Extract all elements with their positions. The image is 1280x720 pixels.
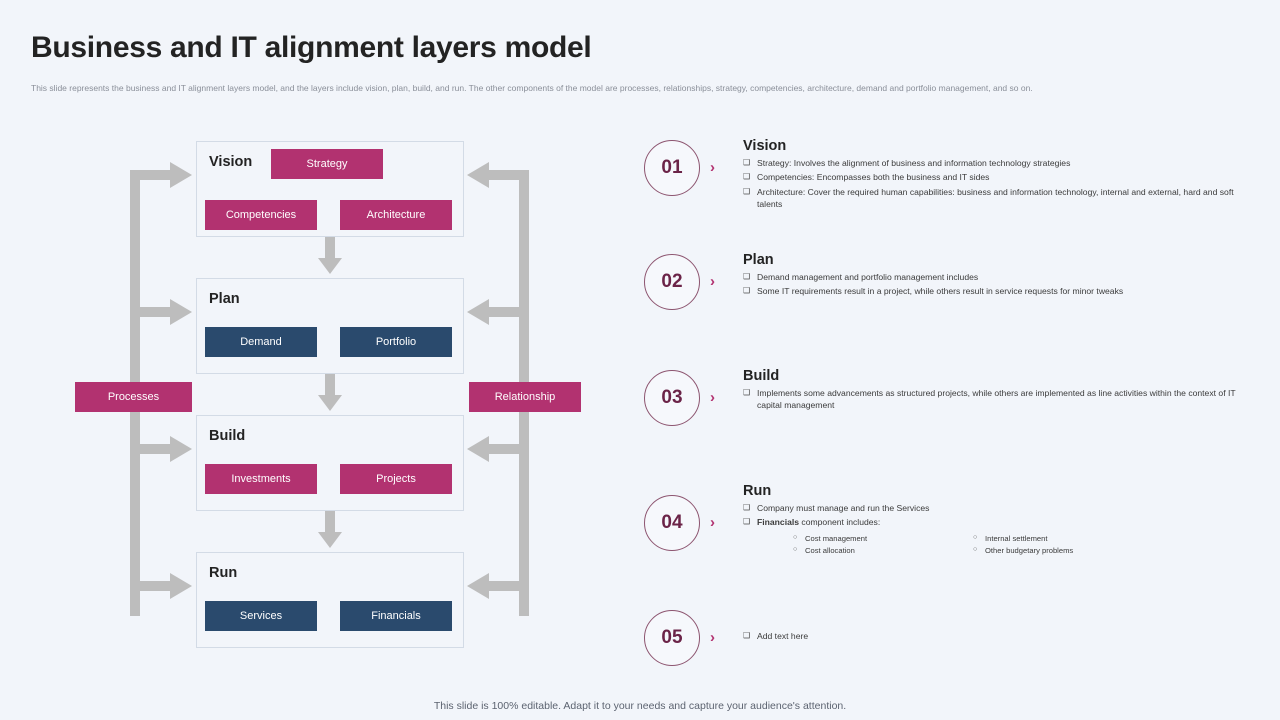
processes-arrow-vision [130,162,192,188]
layer-label-build: Build [209,428,246,444]
sub-bullet-text: Cost allocation [805,545,855,555]
down-arrow-vision-to-plan [318,237,342,274]
layer-box-plan[interactable]: Plan Demand Portfolio [196,278,464,374]
checkbox-square-icon: ❑ [743,158,751,167]
bullet-item-financials: ❑ Financials component includes: [743,516,1253,528]
sub-bullet-column-left: ○ Cost management ○ Cost allocation [793,533,973,557]
footer-note: This slide is 100% editable. Adapt it to… [433,700,847,712]
checkbox-square-icon: ❑ [743,517,751,527]
relationship-arrow-run [467,573,529,599]
chevron-right-icon: › [710,273,715,290]
bullet-text: Architecture: Cover the required human c… [757,186,1234,210]
financials-rest-label: component includes: [799,517,881,528]
chevron-right-icon: › [710,389,715,406]
relationship-arrow-plan [467,299,529,325]
checkbox-square-icon: ❑ [743,631,751,640]
bullet-text: Some IT requirements result in a project… [757,286,1124,297]
step-body-05: ❑ Add text here [743,630,1253,644]
down-arrow-build-to-run [318,511,342,548]
step-heading-vision: Vision [743,138,787,154]
chip-demand[interactable]: Demand [205,327,317,357]
processes-arrow-build [130,436,192,462]
step-body-01: Vision ❑ Strategy: Involves the alignmen… [743,138,1253,213]
relationship-arrow-build [467,436,529,462]
step-heading-run: Run [743,483,772,499]
circle-bullet-icon: ○ [973,545,978,553]
sub-bullet-text: Other budgetary problems [985,545,1074,555]
sub-bullet-group: ○ Cost management ○ Cost allocation ○ In… [793,533,1253,557]
layer-label-plan: Plan [209,291,240,307]
bullet-item: ❑ Architecture: Cover the required human… [743,186,1253,211]
sub-bullet-item: ○ Internal settlement [973,533,1153,545]
chip-services[interactable]: Services [205,601,317,631]
sub-bullet-text: Cost management [805,533,868,543]
chip-financials[interactable]: Financials [340,601,452,631]
bullet-text: Company must manage and run the Services [757,503,930,513]
step-number-02: 02 [644,254,700,310]
step-number-01: 01 [644,140,700,196]
sub-bullet-item: ○ Cost management [793,533,973,545]
bullet-text: Strategy: Involves the alignment of busi… [757,158,1071,168]
financials-bold-label: Financials [757,517,800,528]
step-body-03: Build ❑ Implements some advancements as … [743,368,1253,414]
bullet-text-financials: Financials component includes: [757,516,1253,528]
step-heading-build: Build [743,368,780,384]
checkbox-square-icon: ❑ [743,388,751,397]
bullet-text: Implements some advancements as structur… [757,388,1236,411]
checkbox-square-icon: ❑ [743,286,751,296]
checkbox-square-icon: ❑ [743,272,751,281]
layer-box-build[interactable]: Build Investments Projects [196,415,464,511]
side-tag-relationship[interactable]: Relationship [469,382,581,412]
chip-architecture[interactable]: Architecture [340,200,452,230]
layer-label-vision: Vision [209,154,253,170]
step-body-04: Run ❑ Company must manage and run the Se… [743,483,1253,556]
step-number-04: 04 [644,495,700,551]
step-number-05: 05 [644,610,700,666]
bullet-item: ❑ Implements some advancements as struct… [743,387,1253,412]
bullet-item: ❑ Strategy: Involves the alignment of bu… [743,157,1253,169]
relationship-arrow-vision [467,162,529,188]
step-heading-plan: Plan [743,252,774,268]
checkbox-square-icon: ❑ [743,186,751,196]
bullet-text: Competencies: Encompasses both the busin… [757,172,990,183]
down-arrow-plan-to-build [318,374,342,411]
chip-strategy[interactable]: Strategy [271,149,383,179]
bullet-text-placeholder[interactable]: Add text here [757,631,809,641]
circle-bullet-icon: ○ [973,533,978,541]
bullet-text: Demand management and portfolio manageme… [757,272,979,282]
side-tag-processes[interactable]: Processes [75,382,192,412]
sub-bullet-text: Internal settlement [985,533,1048,543]
chip-investments[interactable]: Investments [205,464,317,494]
processes-arrow-run [130,573,192,599]
chip-competencies[interactable]: Competencies [205,200,317,230]
circle-bullet-icon: ○ [793,545,798,553]
page-subtitle: This slide represents the business and I… [31,83,1033,93]
bullet-item: ❑ Demand management and portfolio manage… [743,271,1253,283]
page-title: Business and IT alignment layers model [31,31,592,64]
bullet-item: ❑ Company must manage and run the Servic… [743,502,1253,514]
checkbox-square-icon: ❑ [743,503,751,512]
bullet-item[interactable]: ❑ Add text here [743,630,1253,642]
processes-arrow-plan [130,299,192,325]
chip-portfolio[interactable]: Portfolio [340,327,452,357]
alignment-layers-diagram: Processes Relationship Vision Strategy C… [60,130,620,665]
bullet-item: ❑ Some IT requirements result in a proje… [743,285,1253,297]
sub-bullet-column-right: ○ Internal settlement ○ Other budgetary … [973,533,1153,557]
layer-label-run: Run [209,565,238,581]
checkbox-square-icon: ❑ [743,172,751,182]
layer-box-vision[interactable]: Vision Strategy Competencies Architectur… [196,141,464,237]
layer-box-run[interactable]: Run Services Financials [196,552,464,648]
step-number-03: 03 [644,370,700,426]
sub-bullet-item: ○ Other budgetary problems [973,545,1153,557]
bullet-item: ❑ Competencies: Encompasses both the bus… [743,171,1253,183]
chevron-right-icon: › [710,514,715,531]
chevron-right-icon: › [710,629,715,646]
chevron-right-icon: › [710,159,715,176]
sub-bullet-item: ○ Cost allocation [793,545,973,557]
circle-bullet-icon: ○ [793,533,798,541]
step-body-02: Plan ❑ Demand management and portfolio m… [743,252,1253,300]
chip-projects[interactable]: Projects [340,464,452,494]
